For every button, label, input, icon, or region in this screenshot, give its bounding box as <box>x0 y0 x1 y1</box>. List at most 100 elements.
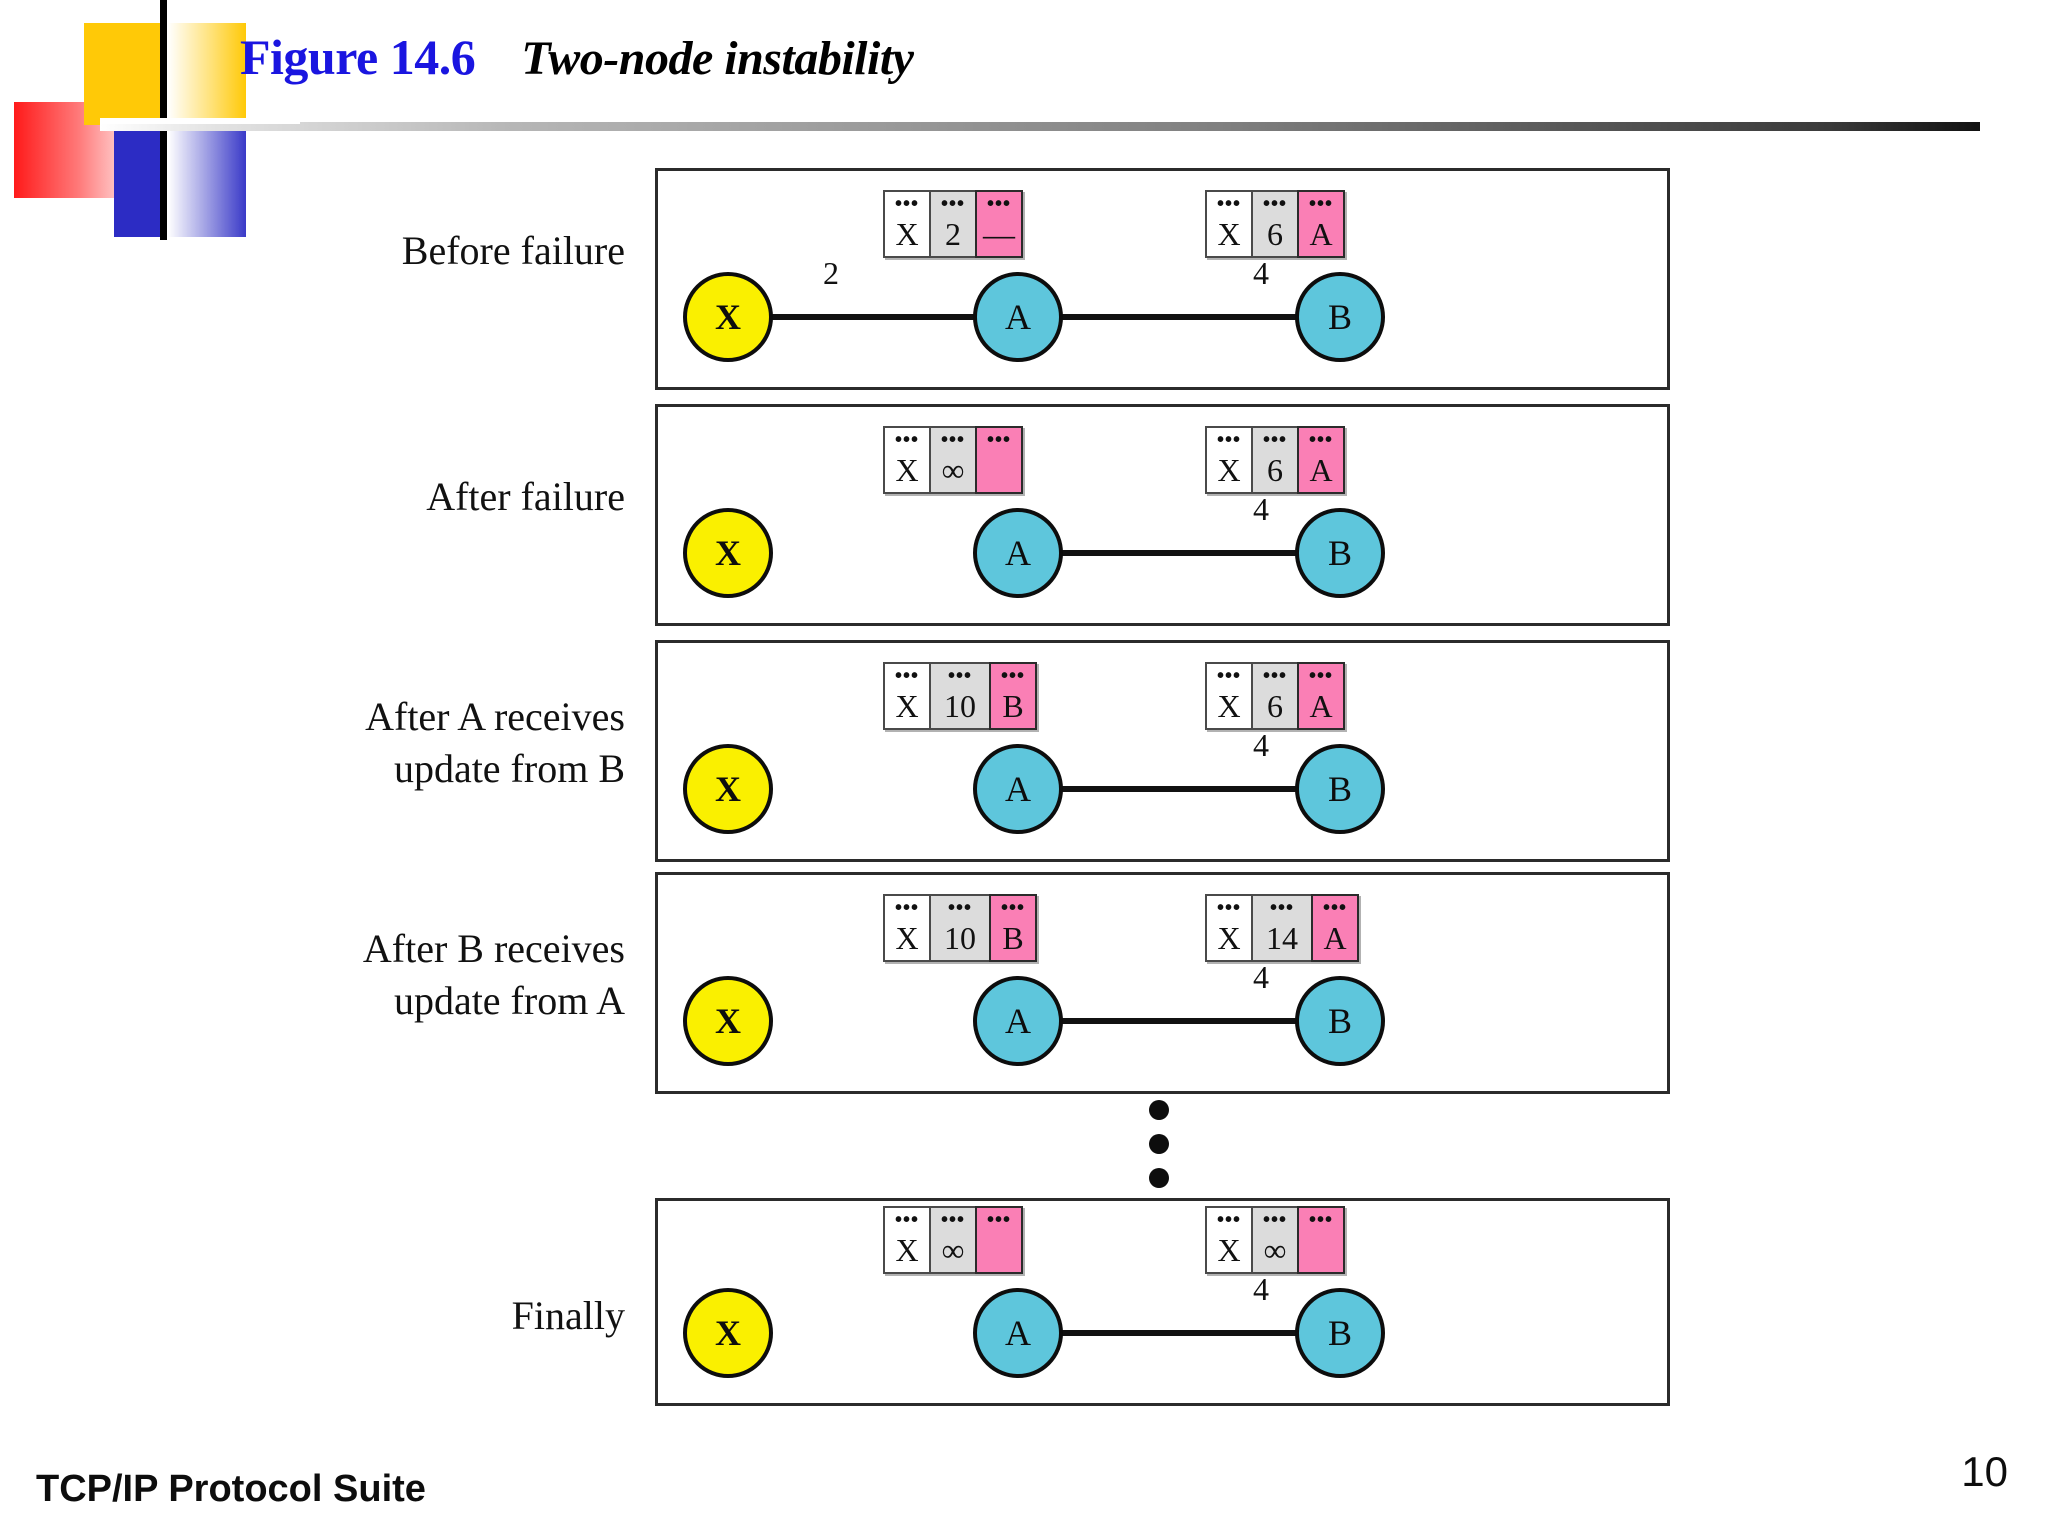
node-b: B <box>1295 508 1385 598</box>
ellipsis-icon: ••• <box>1308 193 1333 215</box>
ellipsis-icon: ••• <box>947 665 972 687</box>
stage-label: Finally <box>511 1293 625 1338</box>
ellipsis-icon: ••• <box>940 429 965 451</box>
next-hop-cell: ••• <box>975 1206 1023 1274</box>
ellipsis-icon: ••• <box>1262 665 1287 687</box>
next-hop-cell: •••A <box>1311 894 1359 962</box>
next-hop-cell: ••• <box>975 426 1023 494</box>
cost-cell-value: ∞ <box>941 452 965 488</box>
link-x-a <box>769 314 977 320</box>
cost-cell-value: 10 <box>944 688 976 724</box>
next-hop-cell-value: B <box>1002 688 1024 724</box>
ellipsis-icon: ••• <box>1216 429 1241 451</box>
next-hop-cell-value: A <box>1309 688 1333 724</box>
destination-cell: •••X <box>883 894 931 962</box>
ellipsis-icon: ••• <box>1216 665 1241 687</box>
page-title: Figure 14.6 Two-node instability <box>240 28 914 92</box>
link-cost-a-b: 4 <box>1253 727 1269 763</box>
vertical-ellipsis-icon <box>1148 1100 1170 1188</box>
link-cost-x-a: 2 <box>823 255 839 291</box>
link-cost-a-b: 4 <box>1253 255 1269 291</box>
ellipsis-icon: ••• <box>1262 1209 1287 1231</box>
node-a: A <box>973 272 1063 362</box>
ellipsis-icon: ••• <box>1216 193 1241 215</box>
ellipsis-icon: ••• <box>894 1209 919 1231</box>
cost-cell-value: 2 <box>945 216 961 252</box>
cost-cell-value: 6 <box>1267 216 1283 252</box>
destination-cell: •••X <box>883 190 931 258</box>
destination-cell-value: X <box>895 688 919 724</box>
routing-table-b: •••X•••∞••• <box>1205 1206 1345 1274</box>
cost-cell: •••∞ <box>929 1206 977 1274</box>
node-a: A <box>973 508 1063 598</box>
next-hop-cell-value: — <box>983 216 1015 252</box>
ellipsis-icon: ••• <box>986 193 1011 215</box>
cost-cell-value: 14 <box>1266 920 1298 956</box>
next-hop-cell: •••B <box>989 662 1037 730</box>
cost-cell: •••14 <box>1251 894 1313 962</box>
ellipsis-icon: ••• <box>986 429 1011 451</box>
stage-label: After A receives update from B <box>365 694 625 791</box>
destination-cell: •••X <box>883 426 931 494</box>
node-b: B <box>1295 272 1385 362</box>
ellipsis-icon: ••• <box>1216 1209 1241 1231</box>
next-hop-cell: •••A <box>1297 426 1345 494</box>
node-b: B <box>1295 1288 1385 1378</box>
next-hop-cell-value: A <box>1309 216 1333 252</box>
cost-cell-value: 10 <box>944 920 976 956</box>
destination-cell: •••X <box>1205 190 1253 258</box>
ellipsis-dot <box>1149 1168 1169 1188</box>
node-b: B <box>1295 976 1385 1066</box>
destination-cell: •••X <box>883 1206 931 1274</box>
routing-table-a: •••X•••10•••B <box>883 894 1037 962</box>
destination-cell-value: X <box>1217 920 1241 956</box>
destination-cell-value: X <box>895 1232 919 1268</box>
stage-border <box>655 1198 1670 1406</box>
node-a: A <box>973 976 1063 1066</box>
link-a-b <box>1059 314 1299 320</box>
next-hop-cell-value: A <box>1309 452 1333 488</box>
cost-cell: •••10 <box>929 662 991 730</box>
footer-brand: TCP/IP Protocol Suite <box>36 1468 426 1510</box>
stage-border <box>655 872 1670 1094</box>
ellipsis-dot <box>1149 1100 1169 1120</box>
link-a-b <box>1059 1018 1299 1024</box>
routing-table-b: •••X•••6•••A <box>1205 426 1345 494</box>
node-x: X <box>683 976 773 1066</box>
routing-table-a: •••X•••∞••• <box>883 1206 1023 1274</box>
stage-label: Before failure <box>401 228 625 273</box>
routing-table-a: •••X•••2•••— <box>883 190 1023 258</box>
ellipsis-icon: ••• <box>1262 429 1287 451</box>
decor-horizontal-rule <box>100 122 1980 131</box>
next-hop-cell: •••A <box>1297 662 1345 730</box>
ellipsis-dot <box>1149 1134 1169 1154</box>
cost-cell: •••6 <box>1251 190 1299 258</box>
ellipsis-icon: ••• <box>1308 665 1333 687</box>
link-a-b <box>1059 550 1299 556</box>
ellipsis-icon: ••• <box>1216 897 1241 919</box>
cost-cell: •••10 <box>929 894 991 962</box>
routing-table-b: •••X•••6•••A <box>1205 190 1345 258</box>
cost-cell: •••6 <box>1251 662 1299 730</box>
ellipsis-icon: ••• <box>940 193 965 215</box>
destination-cell-value: X <box>1217 688 1241 724</box>
cost-cell: •••∞ <box>929 426 977 494</box>
link-cost-a-b: 4 <box>1253 1271 1269 1307</box>
ellipsis-icon: ••• <box>1000 665 1025 687</box>
destination-cell: •••X <box>1205 1206 1253 1274</box>
destination-cell-value: X <box>895 216 919 252</box>
footer-page-number: 10 <box>1961 1448 2008 1495</box>
ellipsis-icon: ••• <box>1262 193 1287 215</box>
ellipsis-icon: ••• <box>1308 1209 1333 1231</box>
decor-yellow-gradient-square <box>168 23 246 125</box>
next-hop-cell: •••B <box>989 894 1037 962</box>
stage-border <box>655 640 1670 862</box>
cost-cell-value: ∞ <box>941 1232 965 1268</box>
node-x: X <box>683 744 773 834</box>
ellipsis-icon: ••• <box>1322 897 1347 919</box>
